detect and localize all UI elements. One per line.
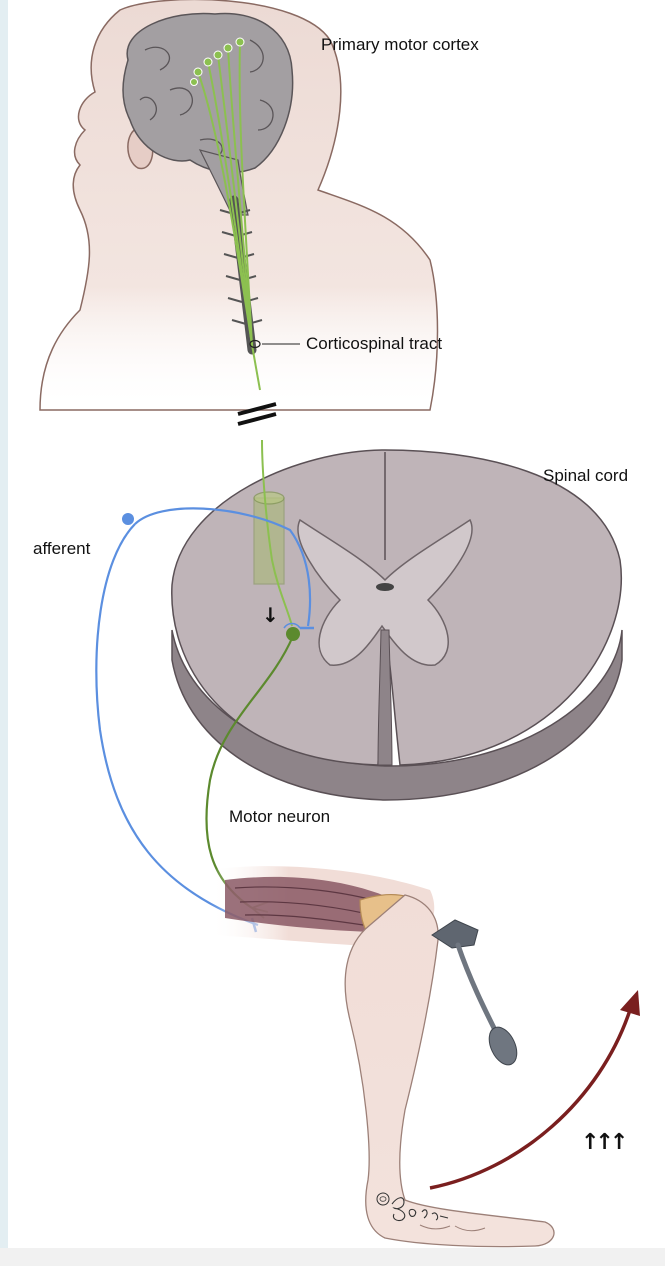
increased-reflex-arrows: ↑↑↑ <box>581 1130 628 1155</box>
label-corticospinal-tract: Corticospinal tract <box>306 334 443 353</box>
bottom-edge-strip <box>0 1248 665 1266</box>
lateral-tract-column <box>253 439 293 627</box>
leg-with-knee <box>344 894 555 1248</box>
label-afferent: afferent <box>33 539 91 558</box>
spinal-cord-cross-section <box>171 449 623 801</box>
left-edge-strip <box>0 0 8 1266</box>
label-primary-motor-cortex: Primary motor cortex <box>321 35 479 54</box>
reflex-hammer-icon <box>431 919 518 1066</box>
lesion-mark <box>237 402 277 426</box>
corticospinal-fibers <box>190 37 261 391</box>
kick-arrow <box>429 990 640 1190</box>
label-spinal-cord: Spinal cord <box>543 466 629 485</box>
down-arrow-icon: ↓ <box>262 603 279 627</box>
signature-logo <box>376 1192 449 1222</box>
label-motor-neuron: Motor neuron <box>229 807 331 826</box>
